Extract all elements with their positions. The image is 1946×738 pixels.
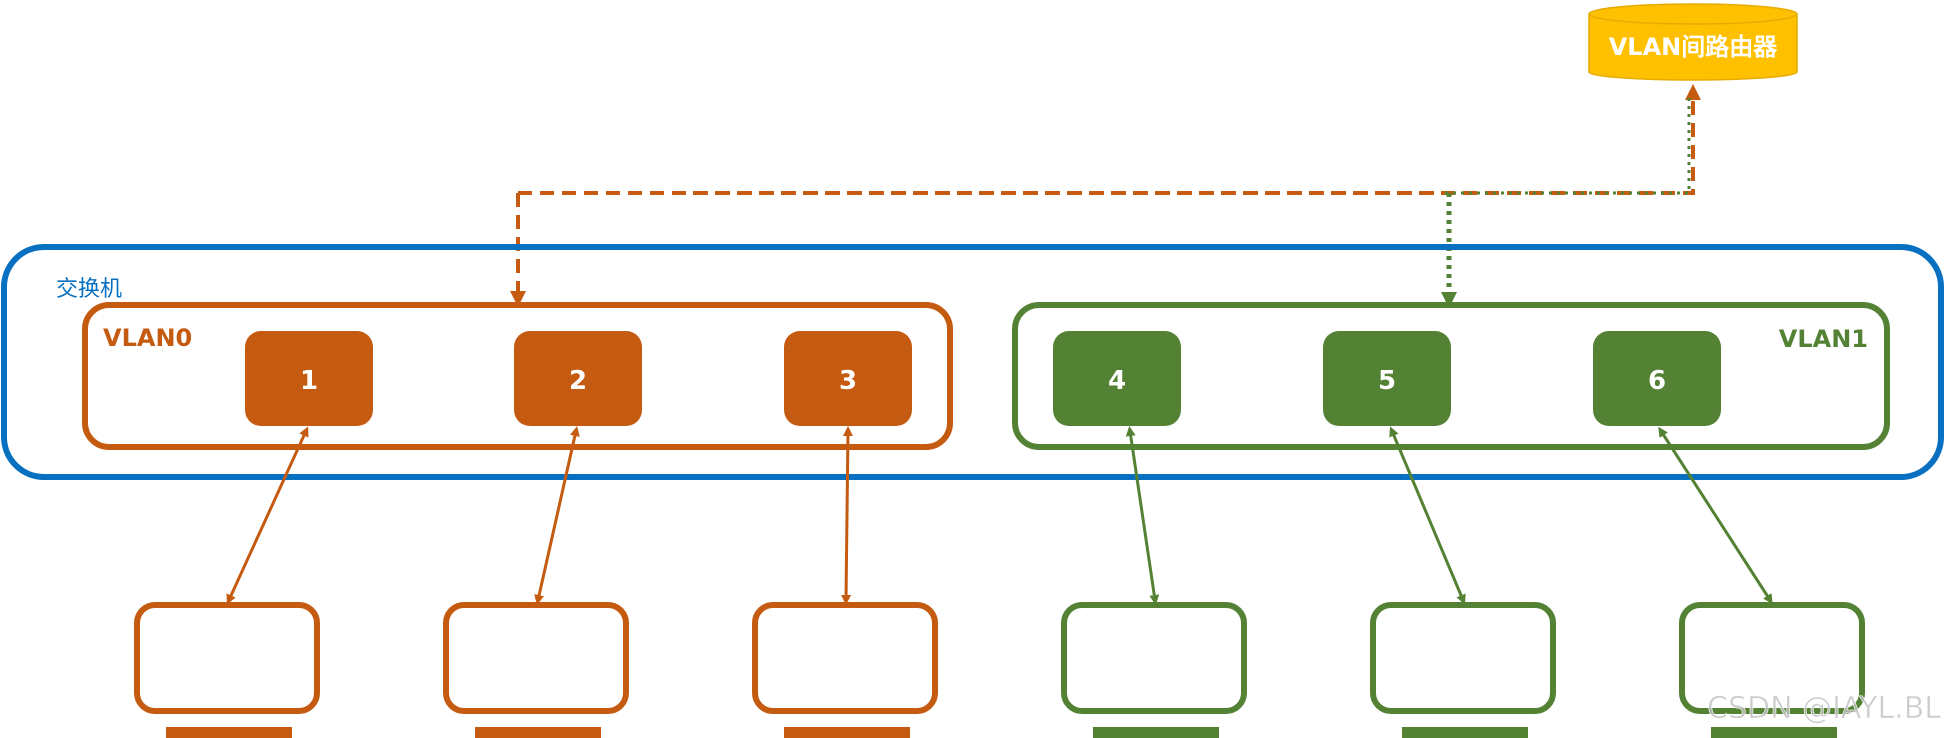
vlan0-outline [82, 302, 953, 450]
router[interactable]: VLAN间路由器 [1588, 3, 1798, 81]
host-link-3 [841, 426, 853, 605]
host-5-monitor-icon[interactable] [1370, 602, 1556, 738]
host-links [226, 426, 1773, 605]
port-6[interactable]: 6 [1593, 331, 1721, 426]
port-4[interactable]: 4 [1053, 331, 1181, 426]
host-1-monitor-icon[interactable] [134, 602, 320, 738]
host-link-1 [226, 426, 309, 605]
port-label: 3 [839, 366, 857, 396]
port-3[interactable]: 3 [784, 331, 912, 426]
switch-label: 交换机 [56, 277, 122, 302]
vlan0-label: VLAN0 [103, 324, 192, 352]
host-4-monitor-icon[interactable] [1061, 602, 1247, 738]
router-link-vlan0 [693, 84, 1701, 195]
vlan1-group: VLAN1 4 5 6 [1012, 302, 1890, 450]
host-link-2 [534, 426, 580, 605]
port-label: 1 [300, 366, 318, 396]
router-top [1588, 3, 1798, 25]
router-body [1588, 14, 1798, 81]
hosts [134, 602, 1865, 738]
port-1[interactable]: 1 [245, 331, 373, 426]
port-label: 6 [1648, 366, 1666, 396]
router-links [510, 84, 1701, 308]
host-6-monitor-icon[interactable] [1679, 602, 1865, 738]
vlan1-label: VLAN1 [1779, 325, 1868, 353]
router-label: VLAN间路由器 [1609, 33, 1779, 61]
host-link-6 [1658, 426, 1773, 605]
port-2[interactable]: 2 [514, 331, 642, 426]
router-link-vlan1-h [1445, 95, 1691, 195]
switch: 交换机 [1, 244, 1944, 480]
host-3-monitor-icon[interactable] [752, 602, 938, 738]
port-5[interactable]: 5 [1323, 331, 1451, 426]
host-link-4 [1125, 426, 1160, 605]
watermark: CSDN @IAYL.BL [1707, 691, 1941, 726]
host-2-monitor-icon[interactable] [443, 602, 629, 738]
vlan0-group: VLAN0 1 2 3 [82, 302, 953, 450]
switch-outline [1, 244, 1944, 480]
host-link-5 [1389, 426, 1466, 605]
port-label: 4 [1108, 366, 1126, 396]
port-label: 2 [569, 366, 587, 396]
port-label: 5 [1378, 366, 1396, 396]
